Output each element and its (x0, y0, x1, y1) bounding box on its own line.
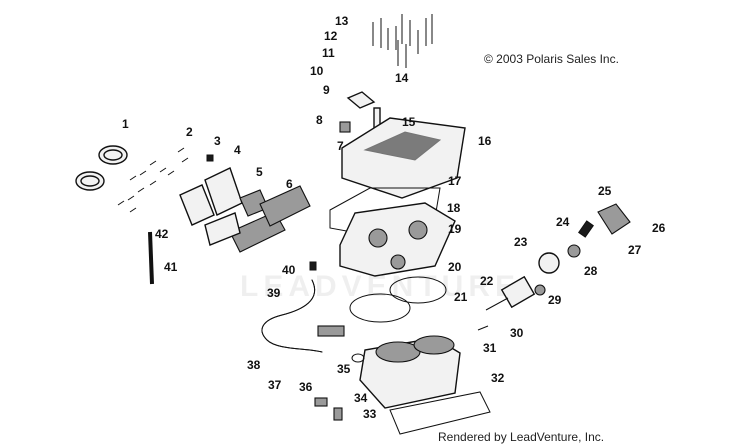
callout-1: 1 (122, 117, 129, 131)
callout-17: 17 (448, 174, 462, 188)
callout-14: 14 (395, 71, 409, 85)
callout-29: 29 (548, 293, 562, 307)
callout-18: 18 (447, 201, 461, 215)
callout-35: 35 (337, 362, 351, 376)
callout-4: 4 (234, 143, 241, 157)
callout-26: 26 (652, 221, 666, 235)
callout-3: 3 (214, 134, 221, 148)
callout-30: 30 (510, 326, 524, 340)
bolts-13-14 (372, 14, 433, 68)
callout-21: 21 (454, 290, 468, 304)
callout-7: 7 (337, 139, 344, 153)
callout-37: 37 (268, 378, 282, 392)
callout-25: 25 (598, 184, 612, 198)
callout-15: 15 (402, 115, 416, 129)
callout-12: 12 (324, 29, 338, 43)
callout-5: 5 (256, 165, 263, 179)
rod-41 (148, 231, 154, 285)
callout-13: 13 (335, 14, 349, 28)
callout-32: 32 (491, 371, 505, 385)
fittings-34-36-40 (309, 261, 365, 421)
callout-10: 10 (310, 64, 324, 78)
callout-28: 28 (584, 264, 598, 278)
head-19 (339, 202, 456, 277)
callout-8: 8 (316, 113, 323, 127)
cover-16 (341, 117, 466, 199)
callout-39: 39 (267, 286, 281, 300)
sensor-9-15 (339, 91, 381, 133)
cylinder-33 (359, 335, 461, 409)
screws-group (117, 147, 214, 213)
callout-34: 34 (354, 391, 368, 405)
copyright-notice: © 2003 Polaris Sales Inc. (484, 52, 619, 66)
callout-33: 33 (363, 407, 377, 421)
callout-31: 31 (483, 341, 497, 355)
reed-cage-parts (179, 167, 311, 253)
callout-16: 16 (478, 134, 492, 148)
callout-40: 40 (282, 263, 296, 277)
gasket-32 (389, 391, 491, 435)
callout-22: 22 (480, 274, 494, 288)
pump-parts (477, 203, 631, 331)
hose-clamp-parts (75, 145, 128, 191)
callout-38: 38 (247, 358, 261, 372)
callout-20: 20 (448, 260, 462, 274)
callout-27: 27 (628, 243, 642, 257)
callout-41: 41 (164, 260, 178, 274)
callout-6: 6 (286, 177, 293, 191)
callout-labels: 13 12 11 10 14 9 8 15 7 16 17 18 19 20 2… (122, 14, 666, 421)
callout-19: 19 (448, 222, 462, 236)
hoses-37-38-39 (261, 279, 345, 353)
callout-24: 24 (556, 215, 570, 229)
callout-11: 11 (322, 46, 335, 60)
callout-9: 9 (323, 83, 330, 97)
rendered-by-credit: Rendered by LeadVenture, Inc. (438, 430, 605, 444)
callout-2: 2 (186, 125, 193, 139)
callout-36: 36 (299, 380, 313, 394)
callout-42: 42 (155, 227, 169, 241)
gaskets-20-21 (349, 276, 447, 323)
callout-23: 23 (514, 235, 528, 249)
